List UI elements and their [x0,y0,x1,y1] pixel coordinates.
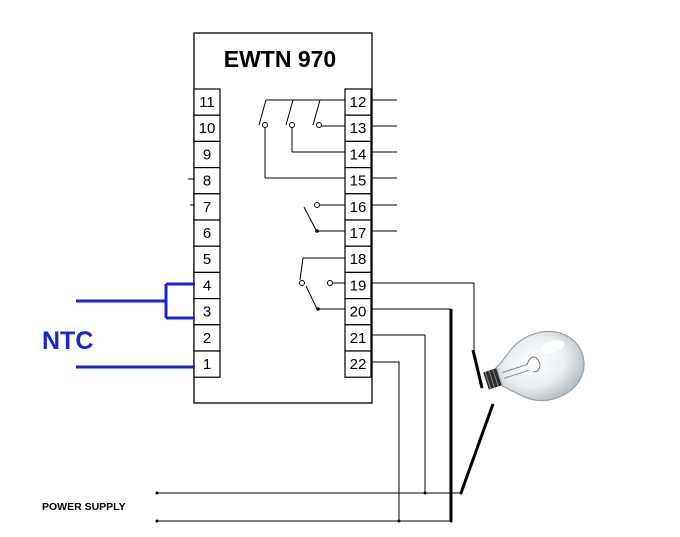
relay-contact-18-20 [299,257,345,311]
terminal-5 [193,245,221,273]
terminal-number-11: 11 [199,94,215,111]
ntc-label: NTC [42,327,93,355]
wire-19-to-lamp [371,282,475,350]
terminal-number-18: 18 [350,251,367,268]
terminal-number-15: 15 [350,173,367,190]
terminal-7 [193,193,221,221]
terminal-number-10: 10 [199,120,216,137]
relay-blade-2 [285,99,294,126]
light-bulb-icon [483,330,585,402]
terminal-number-4: 4 [203,277,211,294]
relay-contact-2 [289,122,295,128]
terminal-number-5: 5 [203,251,211,268]
ntc-sensor-wiring [76,282,195,369]
relay-contact-3 [316,122,322,128]
left-terminal-block: 11 10 9 8 7 6 5 4 3 2 1 [193,88,221,378]
terminal-number-12: 12 [350,94,367,111]
terminal-number-17: 17 [350,225,367,242]
terminal-21 [344,324,372,352]
terminal-number-14: 14 [350,146,367,163]
terminal-number-1: 1 [203,356,211,373]
terminal-number-8: 8 [203,173,211,190]
terminal-number-21: 21 [350,330,367,347]
terminal-number-20: 20 [350,304,367,321]
terminal-number-16: 16 [350,199,367,216]
terminal-number-2: 2 [203,330,211,347]
terminal-1 [193,350,221,378]
output-stub-wires [371,99,397,232]
terminal-number-6: 6 [203,225,211,242]
terminal-19 [344,271,372,300]
relay-blade-3 [312,99,321,126]
lamp-return-wire [459,403,495,494]
terminal-number-22: 22 [350,356,367,373]
terminal-2 [193,324,221,352]
power-supply-label: POWER SUPPLY [42,501,126,513]
terminal-16 [344,193,372,221]
right-terminal-block: 12 13 14 15 16 17 18 19 20 21 22 [344,88,372,378]
terminal-9 [193,140,221,169]
terminal-number-9: 9 [203,146,211,163]
relay-contact-16-17 [303,202,345,233]
terminal-22 [344,350,372,378]
controller-model-label: EWTN 970 [224,46,336,72]
relay-contact-1 [262,122,268,128]
terminal-15 [344,167,372,195]
terminal-18 [344,245,372,273]
terminal-number-13: 13 [350,120,367,137]
terminal-number-19: 19 [350,277,367,294]
relay-contacts-common [258,99,345,179]
terminal-number-3: 3 [203,304,211,321]
controller-housing [193,32,373,404]
relay-blade-1 [258,99,267,126]
lamp-feed-wire [471,349,484,389]
terminal-3 [193,298,221,326]
wire-22 [371,361,400,521]
wire-21 [371,334,426,493]
terminal-number-7: 7 [203,199,211,216]
